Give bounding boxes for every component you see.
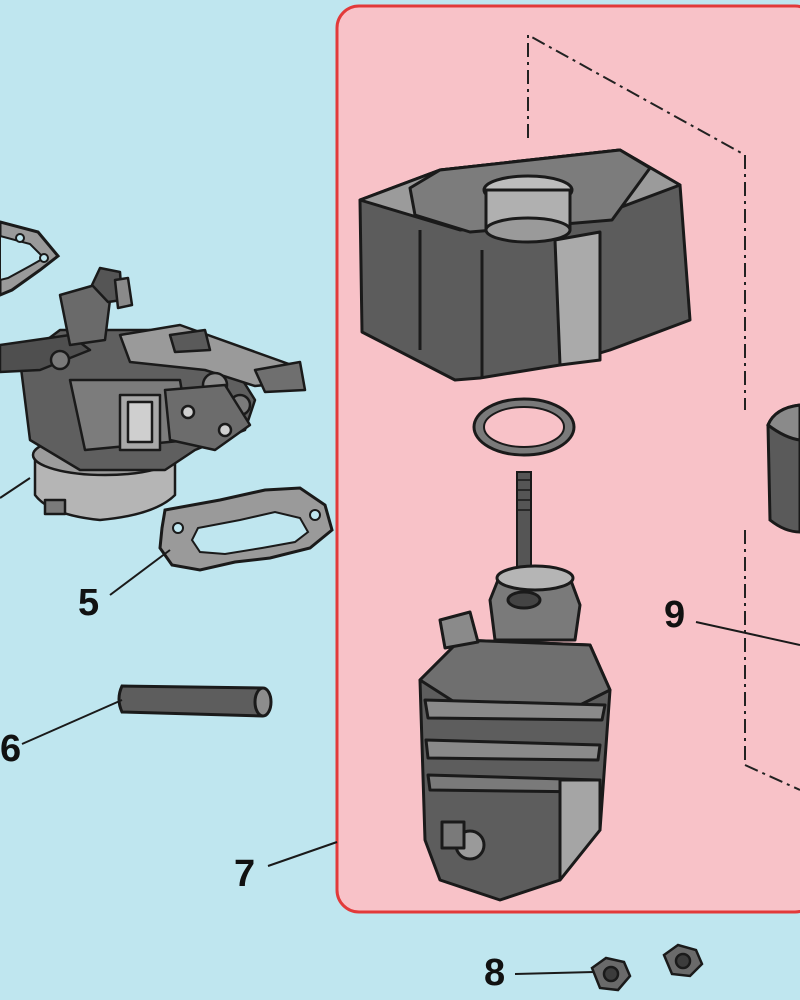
leader-lines	[0, 477, 800, 975]
nut-part-2	[662, 943, 704, 978]
air-filter-cover	[358, 148, 692, 382]
callout-9: 9	[664, 594, 686, 636]
leader-line-7	[267, 841, 338, 867]
callout-5: 5	[78, 582, 100, 624]
assembly-guide-lines	[527, 33, 800, 791]
callout-7: 7	[234, 853, 256, 895]
top-gasket	[0, 220, 61, 297]
leader-line-6	[21, 699, 123, 745]
carburetor-assembly	[0, 266, 307, 522]
air-filter-base	[418, 564, 612, 902]
leader-line-9	[695, 621, 800, 646]
gasket-part	[158, 486, 334, 572]
callout-8: 8	[484, 952, 506, 994]
nut-part-1	[590, 956, 632, 992]
filter-element	[766, 403, 800, 534]
o-ring	[472, 397, 576, 457]
leader-line-carburetor	[0, 477, 31, 499]
tube-part	[117, 684, 273, 718]
leader-line-8	[514, 971, 595, 975]
callout-6: 6	[0, 728, 22, 770]
leader-line-5	[109, 549, 171, 596]
